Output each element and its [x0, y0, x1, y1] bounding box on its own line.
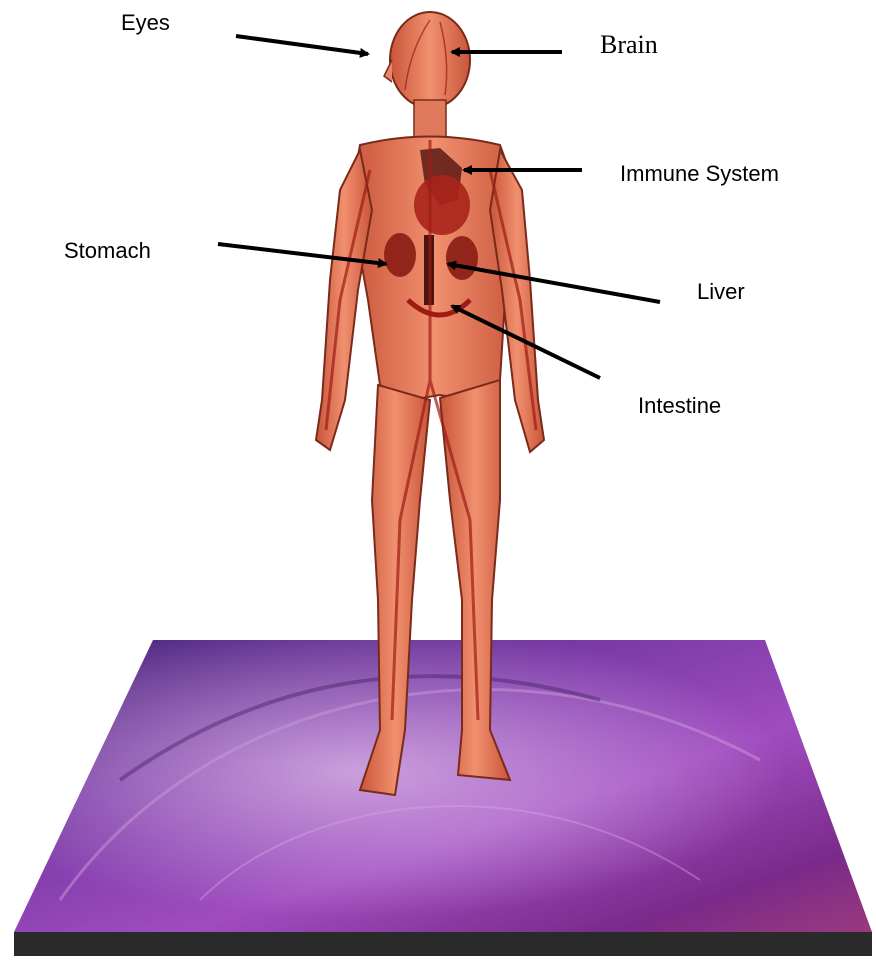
label-brain: Brain — [600, 30, 658, 60]
label-intestine: Intestine — [638, 393, 721, 419]
platform — [14, 640, 872, 956]
label-stomach: Stomach — [64, 238, 151, 264]
label-eyes: Eyes — [121, 10, 170, 36]
label-immune-system: Immune System — [620, 161, 779, 187]
arrow-eyes — [236, 36, 368, 54]
label-liver: Liver — [697, 279, 745, 305]
